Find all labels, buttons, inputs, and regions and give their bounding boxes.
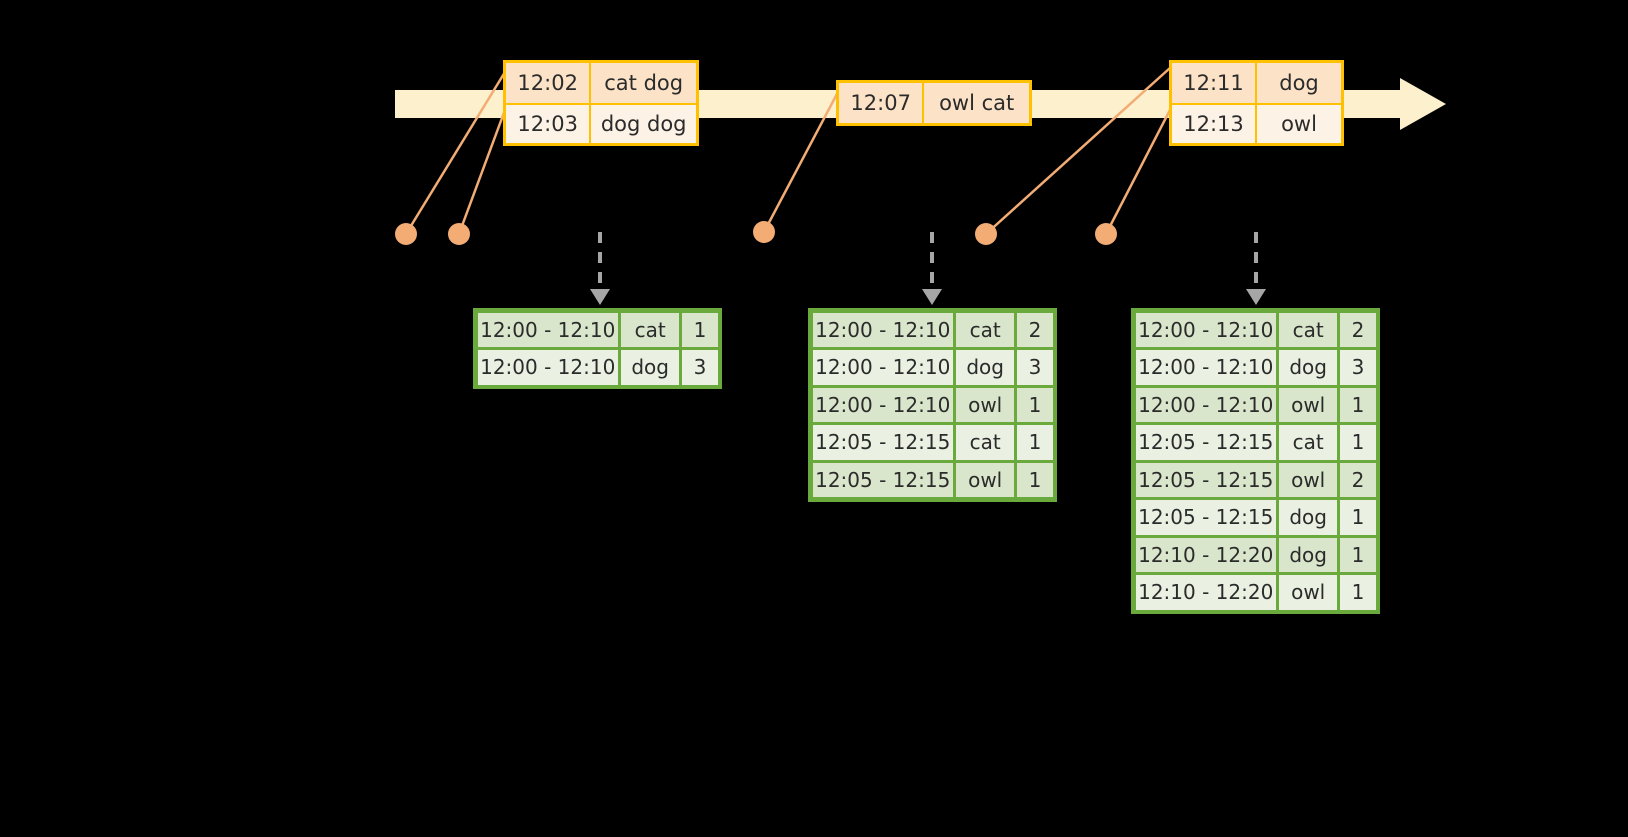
down-arrow-1-head-icon [590,289,610,305]
result-window: 12:00 - 12:10 [812,350,953,385]
result-window: 12:00 - 12:10 [812,387,953,422]
result-word: cat [1278,425,1338,460]
result-count: 3 [1017,350,1053,385]
result-word: dog [1278,350,1338,385]
result-word: dog [620,350,680,385]
event-time: 12:07 [839,83,925,123]
event-box-3[interactable]: 12:11 dog 12:13 owl [1169,60,1344,146]
result-window: 12:00 - 12:10 [1135,387,1276,422]
event-time: 12:03 [506,105,592,143]
event-time: 12:13 [1172,105,1258,143]
event-row: 12:11 dog [1172,63,1341,103]
event-row: 12:07 owl cat [839,83,1029,123]
event-words: dog dog [591,105,696,143]
result-count: 1 [1340,537,1376,572]
result-word: dog [1278,500,1338,535]
down-arrow-2-head-icon [922,289,942,305]
connector-1202-dot [395,223,417,245]
result-word: cat [620,312,680,347]
event-time: 12:02 [506,63,592,103]
result-window: 12:05 - 12:15 [812,462,953,497]
result-window: 12:10 - 12:20 [1135,537,1276,572]
result-word: cat [955,425,1015,460]
result-word: dog [955,350,1015,385]
timeline-arrowhead-icon [1400,78,1446,130]
result-count: 1 [682,312,718,347]
event-row: 12:02 cat dog [506,63,696,103]
result-word: owl [1278,575,1338,610]
result-count: 2 [1340,312,1376,347]
result-window: 12:00 - 12:10 [1135,312,1276,347]
connector-1203 [457,109,507,235]
result-count: 1 [1340,500,1376,535]
result-count: 1 [1340,425,1376,460]
result-window: 12:05 - 12:15 [1135,425,1276,460]
event-words: cat dog [591,63,696,103]
event-box-1[interactable]: 12:02 cat dog 12:03 dog dog [503,60,699,146]
result-word: owl [1278,387,1338,422]
result-window: 12:00 - 12:10 [477,312,618,347]
event-row: 12:13 owl [1172,103,1341,143]
result-count: 1 [1017,425,1053,460]
result-count: 1 [1340,575,1376,610]
result-word: cat [1278,312,1338,347]
result-count: 1 [1017,387,1053,422]
connector-1213-dot [1095,223,1117,245]
result-count: 1 [1340,387,1376,422]
result-word: owl [955,387,1015,422]
event-time: 12:11 [1172,63,1258,103]
connector-1213 [1104,107,1173,235]
down-arrow-3-head-icon [1246,289,1266,305]
event-words: dog [1257,63,1341,103]
result-window: 12:00 - 12:10 [477,350,618,385]
connector-1211-dot [975,223,997,245]
event-box-2[interactable]: 12:07 owl cat [836,80,1032,126]
result-window: 12:00 - 12:10 [812,312,953,347]
result-word: dog [1278,537,1338,572]
result-window: 12:05 - 12:15 [812,425,953,460]
result-window: 12:05 - 12:15 [1135,500,1276,535]
result-window: 12:10 - 12:20 [1135,575,1276,610]
event-words: owl cat [924,83,1029,123]
result-word: cat [955,312,1015,347]
result-count: 2 [1017,312,1053,347]
result-window: 12:05 - 12:15 [1135,462,1276,497]
result-count: 3 [1340,350,1376,385]
result-window: 12:00 - 12:10 [1135,350,1276,385]
event-row: 12:03 dog dog [506,103,696,143]
connector-1203-dot [448,223,470,245]
result-word: owl [1278,462,1338,497]
result-word: owl [955,462,1015,497]
result-count: 2 [1340,462,1376,497]
event-words: owl [1257,105,1341,143]
connector-1207-dot [753,221,775,243]
result-count: 1 [1017,462,1053,497]
result-count: 3 [682,350,718,385]
